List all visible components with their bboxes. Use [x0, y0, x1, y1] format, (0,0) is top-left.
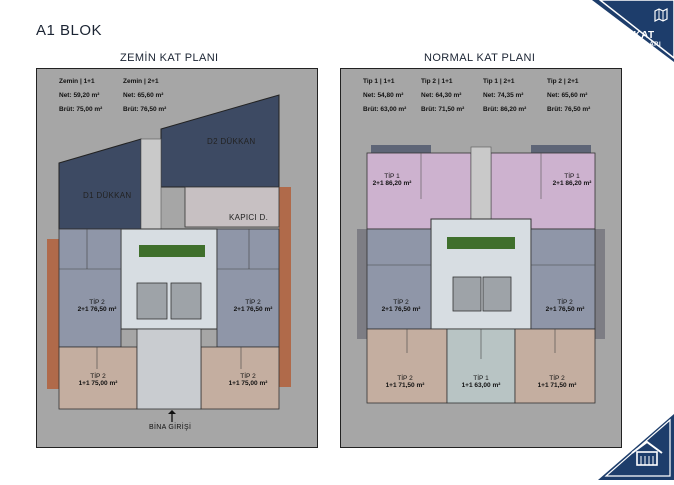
ground-info-type-2: Zemin | 2+1	[123, 78, 159, 85]
entrance-arrow-icon	[167, 409, 177, 427]
normal-info-type-4: Tip 2 | 2+1	[547, 78, 579, 85]
normal-info-type-1: Tip 1 | 1+1	[363, 78, 395, 85]
page-title: A1 BLOK	[36, 22, 103, 39]
normal-info-net-3: Net: 74,35 m²	[483, 92, 524, 99]
normal-info-gross-4: Brüt: 76,50 m²	[547, 106, 591, 113]
ground-info-table: Zemin | 1+1 Net: 59,20 m² Brüt: 75,00 m²…	[59, 75, 179, 119]
ground-floor-plan-drawing	[47, 94, 291, 410]
normal-info-net-1: Net: 54,80 m²	[363, 92, 404, 99]
ground-info-type-1: Zemin | 1+1	[59, 78, 95, 85]
normal-info-net-2: Net: 64,30 m²	[421, 92, 462, 99]
ground-label-d1-shop: D1 DÜKKAN	[83, 191, 132, 200]
floor-plans-badge[interactable]: KAT PLANLARI	[592, 0, 674, 62]
ground-floor-title: ZEMİN KAT PLANI	[120, 52, 219, 64]
ground-label-d2-shop: D2 DÜKKAN	[207, 137, 256, 146]
badge-label-sub: PLANLARI	[626, 42, 662, 48]
normal-floor-panel: Tip 1 | 1+1 Net: 54,80 m² Brüt: 63,00 m²…	[340, 68, 622, 448]
normal-info-gross-3: Brüt: 86,20 m²	[483, 106, 527, 113]
normal-info-gross-2: Brüt: 71,50 m²	[421, 106, 465, 113]
badge-label-main: KAT	[633, 30, 655, 41]
normal-info-type-3: Tip 1 | 2+1	[483, 78, 515, 85]
ground-floor-panel: Zemin | 1+1 Net: 59,20 m² Brüt: 75,00 m²…	[36, 68, 318, 448]
ground-label-concierge: KAPICI D.	[229, 213, 269, 222]
ground-info-gross-2: Brüt: 76,50 m²	[123, 106, 167, 113]
normal-floor-title: NORMAL KAT PLANI	[424, 52, 536, 64]
building-entrance-label: BİNA GİRİŞİ	[149, 424, 192, 431]
normal-info-table: Tip 1 | 1+1 Net: 54,80 m² Brüt: 63,00 m²…	[363, 75, 613, 119]
normal-info-type-2: Tip 2 | 1+1	[421, 78, 453, 85]
normal-info-gross-1: Brüt: 63,00 m²	[363, 106, 407, 113]
normal-info-net-4: Net: 65,60 m²	[547, 92, 588, 99]
brand-corner	[598, 414, 674, 480]
normal-floor-plan-drawing	[357, 145, 605, 404]
ground-info-net-1: Net: 59,20 m²	[59, 92, 100, 99]
house-icon	[630, 439, 664, 472]
ground-info-net-2: Net: 65,60 m²	[123, 92, 164, 99]
ground-info-gross-1: Brüt: 75,00 m²	[59, 106, 103, 113]
